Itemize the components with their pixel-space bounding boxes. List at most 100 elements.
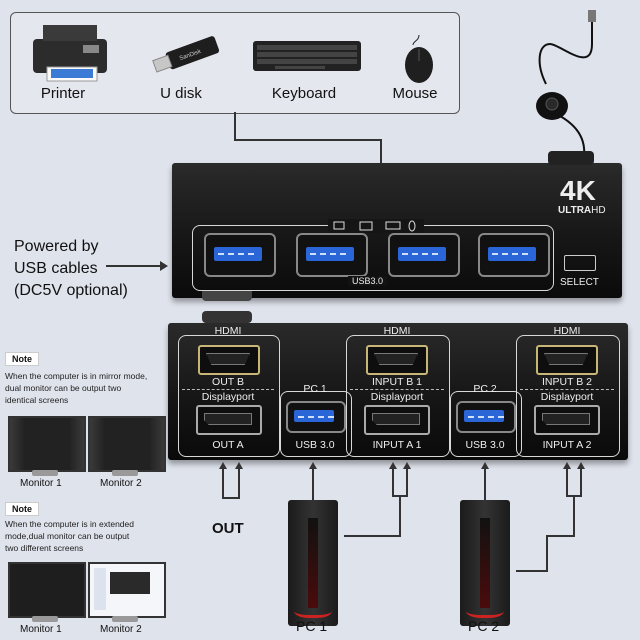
- note-line: identical screens: [5, 395, 69, 405]
- arrow-right-icon: [160, 261, 168, 271]
- power-note-line: Powered by: [14, 238, 99, 255]
- select-label: SELECT: [560, 277, 599, 288]
- input-1-group: [346, 335, 450, 457]
- connection-line: [238, 468, 240, 498]
- pc-tower-icon: [288, 500, 338, 626]
- monitor-2-icon: [88, 562, 166, 618]
- monitor-2-icon: [88, 416, 166, 472]
- connection-line: [566, 468, 568, 496]
- usb30-label: USB 3.0: [295, 439, 335, 451]
- divider: [350, 389, 444, 390]
- input-2-group: [516, 335, 620, 457]
- mouse-icon: [405, 34, 433, 83]
- out-b-label: OUT B: [212, 376, 244, 388]
- arrow-up-icon: [219, 462, 227, 469]
- out-a-label: OUT A: [212, 439, 244, 451]
- connection-line: [406, 468, 408, 496]
- displayport-label: Displayport: [201, 391, 255, 403]
- monitor-stand: [32, 470, 58, 476]
- select-port: [564, 255, 596, 271]
- monitor-label: Monitor 2: [100, 624, 142, 635]
- printer-icon: [33, 25, 107, 82]
- monitor-stand: [112, 470, 138, 476]
- note-line: dual monitor can be output two: [5, 383, 122, 393]
- usb-port: [388, 233, 460, 277]
- peripheral-label: Keyboard: [271, 85, 337, 102]
- connection-line: [106, 265, 162, 267]
- connection-line: [484, 468, 486, 500]
- displayport-label: Displayport: [540, 391, 594, 403]
- divider: [520, 389, 614, 390]
- arrow-up-icon: [309, 462, 317, 469]
- connection-line: [380, 139, 382, 167]
- arrow-up-icon: [563, 462, 571, 469]
- usb-icon: [333, 221, 345, 230]
- power-note-line: (DC5V optional): [14, 282, 128, 299]
- device-icons: [328, 219, 424, 233]
- displayport-label: Displayport: [370, 391, 424, 403]
- usb30-label: USB3.0: [348, 276, 388, 286]
- usb-drive-icon: SanDisk: [152, 36, 220, 73]
- monitor-stand: [32, 616, 58, 622]
- hd-text: HD: [591, 205, 606, 216]
- select-button-knob: [548, 151, 594, 165]
- usb-port: [296, 233, 368, 277]
- connection-line: [573, 496, 575, 536]
- monitor-1-icon: [8, 416, 86, 472]
- note-line: two different screens: [5, 543, 84, 553]
- pc1-usb-group: [280, 391, 352, 457]
- connection-line: [222, 497, 240, 499]
- hdmi-port: [198, 345, 260, 375]
- mouse-icon: [408, 220, 416, 232]
- connection-line: [516, 570, 548, 572]
- power-note-line: USB cables: [14, 260, 98, 277]
- connection-line: [222, 468, 224, 498]
- usb-port: [204, 233, 276, 277]
- printer-icon: [359, 221, 373, 231]
- connection-line: [399, 496, 401, 536]
- pc1-caption: PC 1: [296, 618, 328, 634]
- connection-line: [580, 468, 582, 496]
- ultra-text: ULTRA: [558, 205, 592, 216]
- hdmi-label: HDMI: [214, 325, 242, 337]
- monitor-label: Monitor 2: [100, 478, 142, 489]
- note-tag: Note: [5, 502, 39, 516]
- pc2-label: PC 2: [473, 383, 497, 395]
- monitor-label: Monitor 1: [20, 478, 62, 489]
- connection-line: [546, 535, 548, 571]
- displayport-port: [534, 405, 600, 435]
- arrow-up-icon: [389, 462, 397, 469]
- peripherals-box: SanDisk Printer U disk Keyboard Mouse: [10, 12, 460, 114]
- note-line: mode,dual monitor can be output: [5, 531, 130, 541]
- displayport-port: [196, 405, 262, 435]
- connection-line: [392, 468, 394, 496]
- note-line: When the computer is in extended: [5, 519, 134, 529]
- pc2-caption: PC 2: [468, 618, 500, 634]
- input-b1-label: INPUT B 1: [372, 376, 422, 388]
- kvm-rear-panel: HDMI OUT B Displayport OUT A PC 1 USB 3.…: [168, 311, 628, 460]
- remote-switch-icon: [536, 10, 596, 157]
- usb-b-port: [286, 401, 346, 433]
- out-label: OUT: [212, 520, 244, 537]
- arrow-up-icon: [235, 462, 243, 469]
- connection-line: [546, 535, 575, 537]
- arrow-up-icon: [577, 462, 585, 469]
- device-foot: [202, 311, 252, 323]
- connection-line: [344, 535, 401, 537]
- peripheral-label: U disk: [160, 85, 202, 102]
- input-a2-label: INPUT A 2: [542, 439, 592, 451]
- peripheral-label: Mouse: [392, 85, 438, 102]
- monitor-label: Monitor 1: [20, 624, 62, 635]
- input-a1-label: INPUT A 1: [372, 439, 422, 451]
- usb-port: [478, 233, 550, 277]
- arrow-up-icon: [481, 462, 489, 469]
- monitor-stand: [112, 616, 138, 622]
- pc1-label: PC 1: [303, 383, 327, 395]
- hdmi-label: HDMI: [553, 325, 581, 337]
- 4k-badge: 4K: [560, 175, 596, 206]
- note-tag: Note: [5, 352, 39, 366]
- usb-b-port: [456, 401, 516, 433]
- displayport-port: [364, 405, 430, 435]
- monitor-1-icon: [8, 562, 86, 618]
- arrow-up-icon: [403, 462, 411, 469]
